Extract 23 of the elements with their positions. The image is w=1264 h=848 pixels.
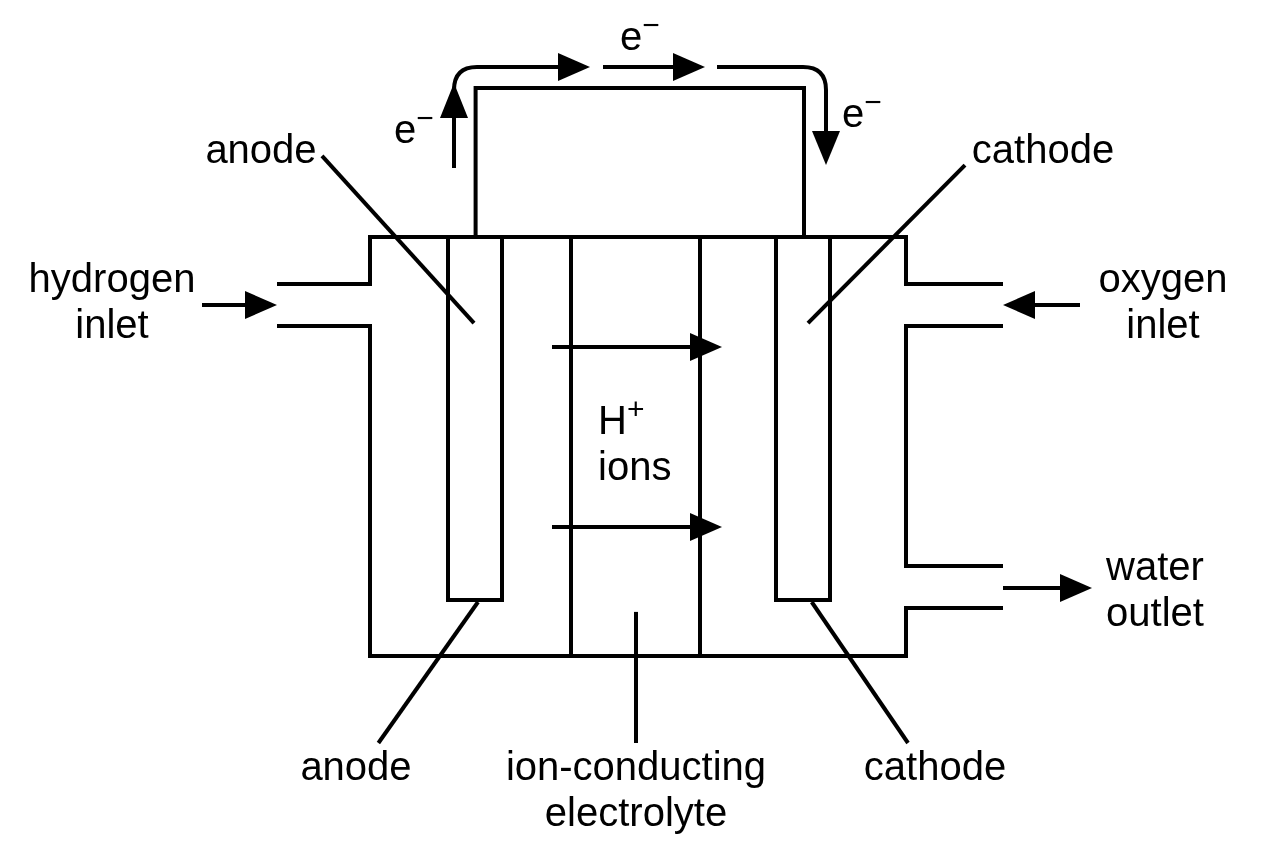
leader-line (376, 600, 480, 745)
wire (473, 86, 806, 235)
fuel-cell-housing (277, 235, 1003, 658)
part-label: ion-conducting electrolyte (486, 743, 786, 835)
part-label: cathode (965, 126, 1121, 172)
part-label: anode (200, 126, 322, 172)
electron-label: e$^{−}$ (842, 90, 883, 136)
leader-line (806, 163, 967, 325)
leader-line (810, 600, 910, 745)
outlet-label: water outlet (1092, 543, 1218, 635)
electron-label: e$^{−}$ (394, 106, 435, 152)
electrolyte-layer (569, 235, 702, 658)
part-label: cathode (857, 743, 1013, 789)
part-label: anode (295, 743, 417, 789)
inlet-label: hydrogen inlet (22, 255, 202, 347)
inlet-label: oxygen inlet (1080, 255, 1246, 347)
leader-line (320, 154, 476, 325)
arrow (1003, 291, 1080, 319)
ion-label: H$^{+}$ ions (598, 397, 673, 489)
arrow (1003, 574, 1092, 602)
electron-label: e$^{−}$ (620, 13, 661, 59)
arrow (202, 291, 277, 319)
leader-line (634, 611, 638, 743)
